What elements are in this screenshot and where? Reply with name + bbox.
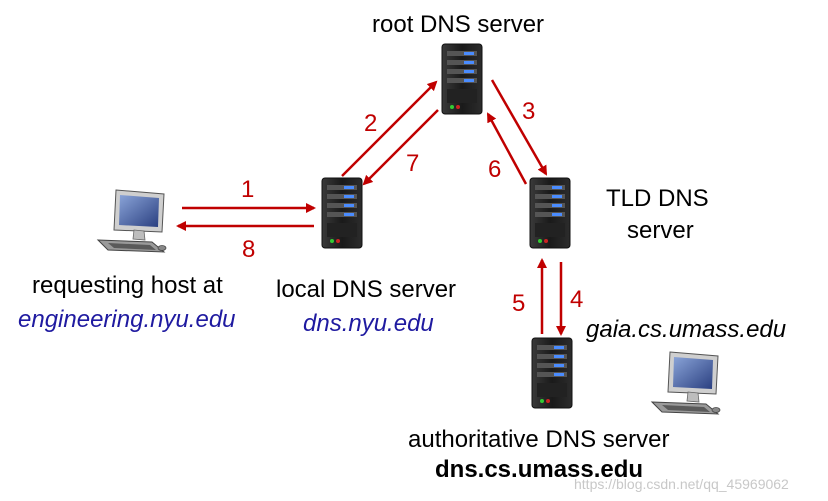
arrow-step-3 [490, 79, 548, 176]
step-label-1: 1 [241, 176, 255, 203]
authoritative-server-hostname: dns.cs.umass.edu [435, 456, 644, 483]
step-label-2: 2 [364, 110, 378, 137]
target-host-icon [651, 351, 721, 415]
tld-server-label-line2: server [627, 217, 694, 244]
watermark-text: https://blog.csdn.net/qq_45969062 [574, 476, 789, 492]
requesting-host-label: requesting host at [32, 272, 223, 299]
arrow-step-7 [362, 109, 439, 186]
root-server-icon [441, 43, 483, 115]
requesting-host-hostname: engineering.nyu.edu [18, 306, 236, 333]
arrow-step-2 [341, 80, 438, 177]
local-server-label: local DNS server [276, 276, 457, 303]
target-host-hostname: gaia.cs.umass.edu [586, 316, 787, 343]
authoritative-server-label: authoritative DNS server [408, 426, 670, 453]
step-label-7: 7 [406, 150, 420, 177]
requesting-host-icon [97, 189, 167, 253]
root-server-label: root DNS server [372, 11, 545, 38]
arrow-step-6 [486, 112, 528, 185]
step-label-4: 4 [570, 286, 584, 313]
local-server-hostname: dns.nyu.edu [303, 310, 434, 337]
step-label-8: 8 [242, 236, 256, 263]
authoritative-server-icon [531, 337, 573, 409]
step-label-3: 3 [522, 98, 536, 125]
step-label-5: 5 [512, 290, 526, 317]
local-server-icon [321, 177, 363, 249]
step-label-6: 6 [488, 156, 502, 183]
tld-server-label-line1: TLD DNS [606, 185, 709, 212]
tld-server-icon [529, 177, 571, 249]
